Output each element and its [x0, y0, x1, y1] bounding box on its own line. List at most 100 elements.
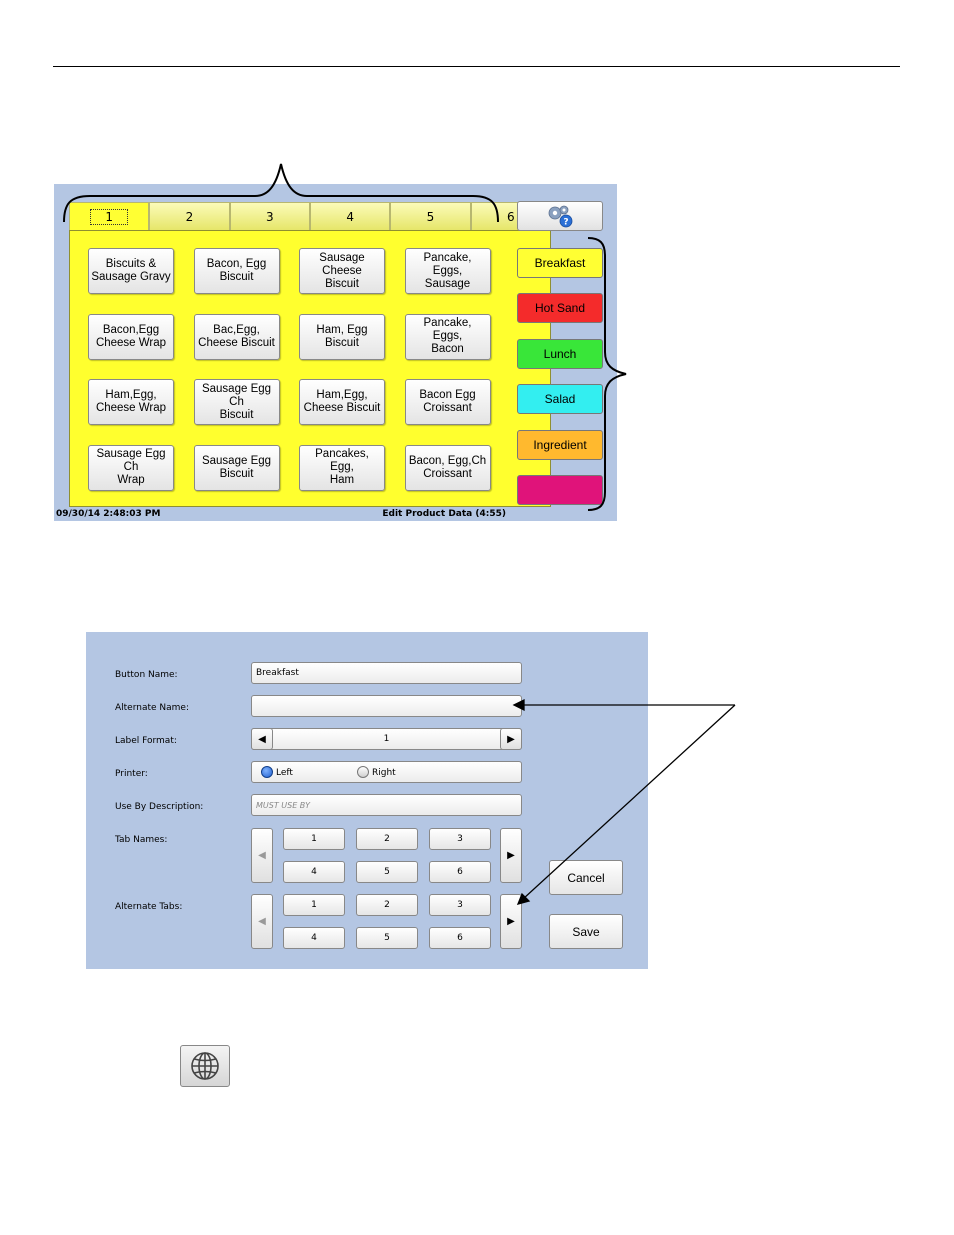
category-salad-button[interactable]: Salad [517, 384, 603, 414]
tab-name-6-button[interactable]: 6 [429, 861, 491, 883]
product-button-label: Pancakes, Egg,Ham [315, 448, 369, 486]
alternate-tab-4-button[interactable]: 4 [283, 927, 345, 949]
triangle-left-icon: ◀ [258, 850, 266, 861]
label-format-next-button[interactable]: ▶ [500, 728, 522, 750]
tab-1[interactable]: 1 [69, 202, 150, 230]
alternate-tab-1-button[interactable]: 1 [283, 894, 345, 916]
tab-3[interactable]: 3 [229, 202, 310, 230]
tab-5[interactable]: 5 [390, 202, 471, 230]
category-ingredient-button[interactable]: Ingredient [517, 430, 603, 460]
triangle-left-icon: ◀ [258, 733, 266, 745]
alternate-tab-6-button[interactable]: 6 [429, 927, 491, 949]
alternate-name-label: Alternate Name: [115, 703, 189, 713]
tab-names-next-button[interactable]: ▶ [500, 828, 522, 883]
tab-name-2-button[interactable]: 2 [356, 828, 418, 850]
button-name-value: Breakfast [256, 668, 299, 678]
category-unnamed-button[interactable] [517, 475, 603, 505]
tab-name-label: 3 [457, 834, 463, 844]
tab-name-5-button[interactable]: 5 [356, 861, 418, 883]
alternate-tabs-next-button[interactable]: ▶ [500, 894, 522, 949]
product-button[interactable]: Pancake, Eggs,Bacon [404, 313, 491, 360]
product-button[interactable]: Bac,Egg,Cheese Biscuit [193, 313, 280, 360]
gears-help-icon: ? [548, 205, 573, 228]
tab-name-1-button[interactable]: 1 [283, 828, 345, 850]
category-hot-sand-button[interactable]: Hot Sand [517, 293, 603, 323]
status-mode: Edit Product Data (4:55) [382, 509, 506, 519]
alternate-tab-label: 1 [311, 900, 317, 910]
product-button-label: Biscuits &Sausage Gravy [91, 258, 171, 283]
product-button-label: Bac,Egg,Cheese Biscuit [198, 323, 275, 349]
use-by-placeholder: MUST USE BY [256, 800, 311, 810]
triangle-right-icon: ▶ [507, 850, 515, 861]
product-button[interactable]: Ham,Egg,Cheese Wrap [88, 379, 174, 425]
printer-left-radio[interactable] [261, 766, 273, 778]
tab-name-label: 5 [384, 867, 390, 877]
product-button[interactable]: Biscuits &Sausage Gravy [88, 248, 174, 294]
alternate-tab-3-button[interactable]: 3 [429, 894, 491, 916]
label-format-field[interactable]: 1 [251, 728, 522, 750]
cancel-button[interactable]: Cancel [549, 860, 623, 895]
label-format-prev-button[interactable]: ◀ [251, 728, 273, 750]
tab-label: 2 [185, 209, 194, 224]
triangle-right-icon: ▶ [507, 733, 515, 745]
tab-2[interactable]: 2 [149, 202, 230, 230]
tab-name-label: 2 [384, 834, 390, 844]
use-by-field[interactable]: MUST USE BY [251, 794, 522, 816]
save-label: Save [572, 924, 600, 939]
button-name-label: Button Name: [115, 670, 178, 680]
cancel-label: Cancel [567, 870, 605, 885]
tab-label: 1 [90, 208, 128, 225]
category-label: Ingredient [533, 438, 587, 452]
save-button[interactable]: Save [549, 914, 623, 949]
printer-field [251, 761, 522, 783]
tab-name-3-button[interactable]: 3 [429, 828, 491, 850]
tab-names-prev-button[interactable]: ◀ [251, 828, 273, 883]
alternate-tab-2-button[interactable]: 2 [356, 894, 418, 916]
product-button[interactable]: Pancake, Eggs,Sausage [404, 248, 491, 294]
product-button-label: Pancake, Eggs,Sausage [423, 251, 472, 290]
category-label: Lunch [543, 347, 577, 361]
alternate-tab-label: 6 [457, 933, 463, 943]
alternate-tabs-label: Alternate Tabs: [115, 902, 183, 912]
alternate-tab-5-button[interactable]: 5 [356, 927, 418, 949]
tab-label: 4 [346, 209, 354, 224]
tab-label: 5 [426, 209, 435, 224]
product-button[interactable]: Pancakes, Egg,Ham [299, 444, 385, 491]
category-lunch-button[interactable]: Lunch [517, 339, 603, 369]
printer-label: Printer: [115, 769, 148, 779]
tab-name-label: 4 [311, 867, 317, 877]
printer-right-label: Right [372, 768, 396, 778]
settings-button[interactable]: ? [517, 201, 603, 231]
tab-label: 3 [266, 209, 274, 224]
triangle-left-icon: ◀ [258, 916, 266, 927]
tab-4[interactable]: 4 [309, 202, 391, 230]
category-label: Breakfast [534, 256, 586, 270]
button-name-field[interactable]: Breakfast [251, 662, 522, 684]
label-format-value: 1 [383, 734, 390, 744]
printer-left-label: Left [276, 768, 293, 778]
language-button[interactable] [180, 1045, 230, 1087]
product-button[interactable]: Ham,Egg,Cheese Biscuit [299, 379, 385, 425]
alternate-tabs-prev-button[interactable]: ◀ [251, 894, 273, 949]
alternate-name-field[interactable] [251, 695, 522, 717]
tab-name-4-button[interactable]: 4 [283, 861, 345, 883]
status-datetime: 09/30/14 2:48:03 PM [56, 509, 161, 519]
category-breakfast-button[interactable]: Breakfast [517, 248, 603, 278]
printer-right-radio[interactable] [357, 766, 369, 778]
tab-names-label: Tab Names: [115, 835, 168, 845]
category-label: Hot Sand [534, 301, 586, 315]
label-format-label: Label Format: [115, 736, 177, 746]
globe-icon [191, 1052, 219, 1080]
